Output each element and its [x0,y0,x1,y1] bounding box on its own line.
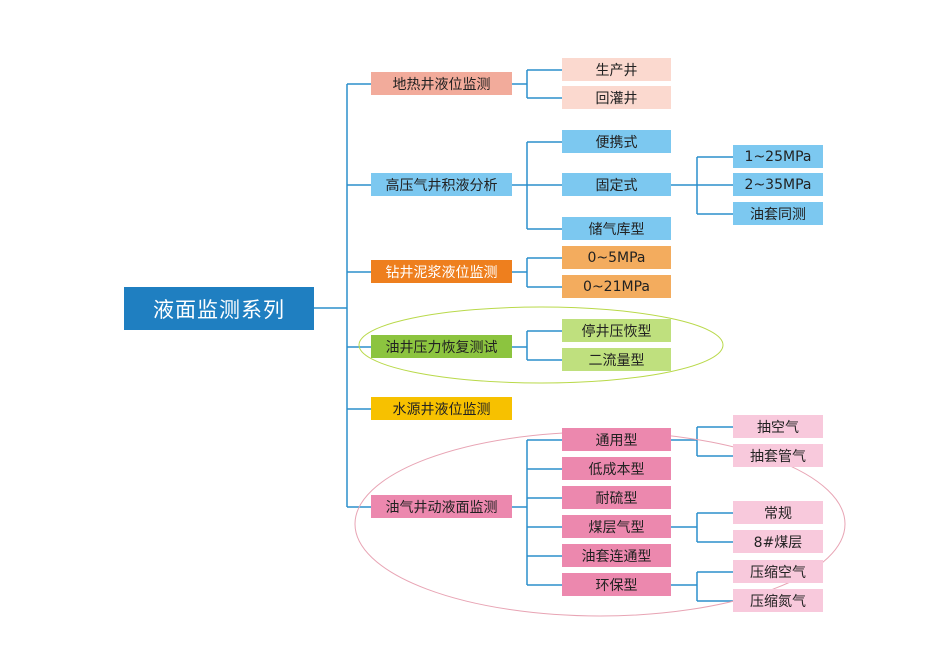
node-general-type[interactable]: 通用型 [562,428,671,451]
branch-geothermal[interactable]: 地热井液位监测 [371,72,512,95]
branch-high-pressure-gas[interactable]: 高压气井积液分析 [371,173,512,196]
node-gas-storage[interactable]: 储气库型 [562,217,671,240]
node-two-rate[interactable]: 二流量型 [562,348,671,371]
branch-pressure-recovery[interactable]: 油井压力恢复测试 [371,335,512,358]
root-node: 液面监测系列 [124,287,314,330]
node-compressed-air[interactable]: 压缩空气 [733,560,823,583]
node-eco-type[interactable]: 环保型 [562,573,671,596]
node-2-35mpa[interactable]: 2~35MPa [733,173,823,196]
branch-dynamic-level[interactable]: 油气井动液面监测 [371,495,512,518]
node-fixed[interactable]: 固定式 [562,173,671,196]
node-pumped-casing-gas[interactable]: 抽套管气 [733,444,823,467]
node-tubing-casing-connected[interactable]: 油套连通型 [562,544,671,567]
node-shut-in-recovery[interactable]: 停井压恢型 [562,319,671,342]
node-production-well[interactable]: 生产井 [562,58,671,81]
node-0-5mpa[interactable]: 0~5MPa [562,246,671,269]
node-portable[interactable]: 便携式 [562,130,671,153]
node-coalbed-gas-type[interactable]: 煤层气型 [562,515,671,538]
node-conventional[interactable]: 常规 [733,501,823,524]
node-compressed-nitrogen[interactable]: 压缩氮气 [733,589,823,612]
highlight-ellipse-pressure-recovery [358,306,724,384]
node-reinjection-well[interactable]: 回灌井 [562,86,671,109]
node-sulfur-resistant-type[interactable]: 耐硫型 [562,486,671,509]
node-tubing-casing-simultaneous[interactable]: 油套同测 [733,202,823,225]
node-0-21mpa[interactable]: 0~21MPa [562,275,671,298]
branch-drilling-mud[interactable]: 钻井泥浆液位监测 [371,260,512,283]
node-low-cost-type[interactable]: 低成本型 [562,457,671,480]
node-1-25mpa[interactable]: 1~25MPa [733,145,823,168]
branch-water-well[interactable]: 水源井液位监测 [371,397,512,420]
node-8-coal-seam[interactable]: 8#煤层 [733,530,823,553]
node-pumped-air[interactable]: 抽空气 [733,415,823,438]
